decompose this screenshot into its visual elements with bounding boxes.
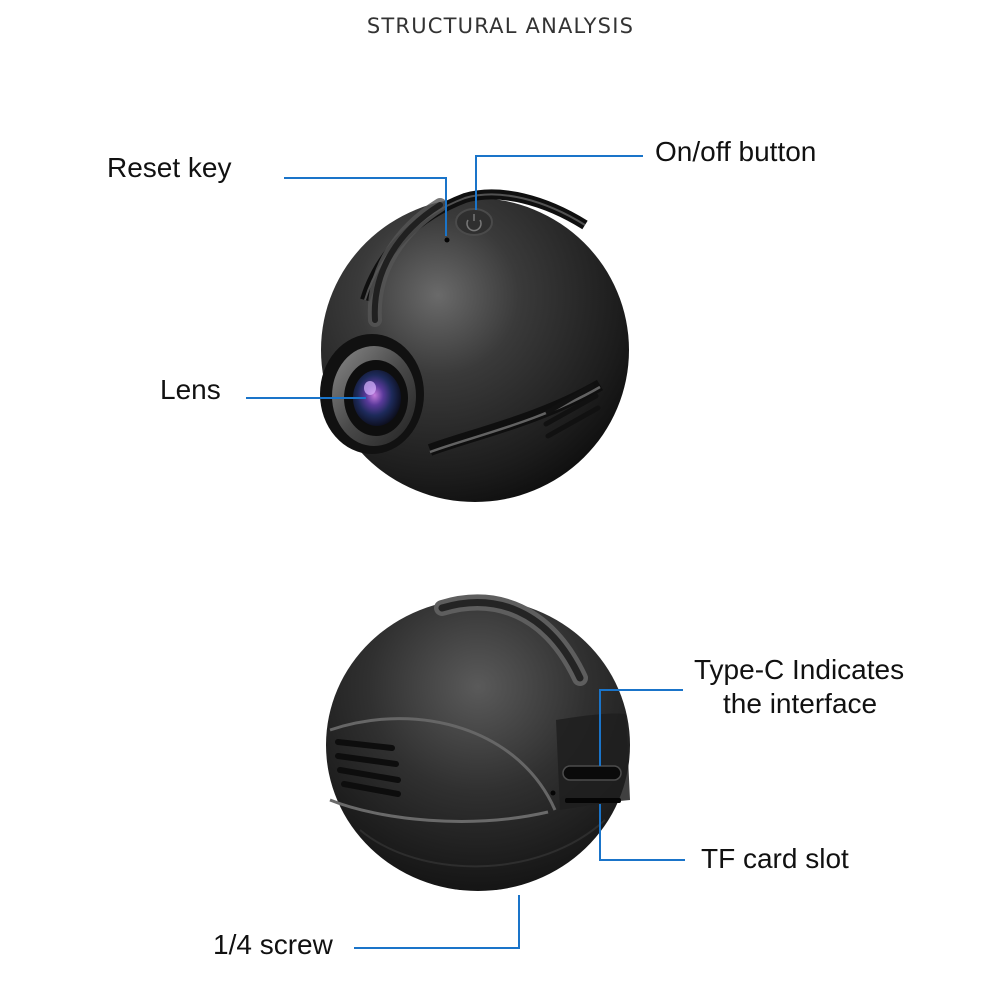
page-title: STRUCTURAL ANALYSIS [366, 14, 635, 38]
label-reset-key: Reset key [107, 152, 232, 183]
leader-lines [246, 155, 685, 949]
leader-screw [354, 895, 520, 949]
label-on-off-button: On/off button [655, 136, 817, 167]
leader-reset-key [284, 177, 447, 236]
label-screw: 1/4 screw [213, 929, 333, 960]
label-tf-card-slot: TF card slot [701, 843, 849, 874]
label-type-c-line2: the interface [723, 688, 878, 719]
camera-back-view [326, 594, 630, 891]
leader-on-off-button [475, 155, 643, 210]
label-type-c-line1: Type-C Indicates [694, 654, 905, 685]
label-lens: Lens [160, 374, 221, 405]
camera-front-view [320, 189, 629, 502]
leader-tf-card-slot [599, 804, 685, 861]
leader-type-c [599, 689, 683, 766]
